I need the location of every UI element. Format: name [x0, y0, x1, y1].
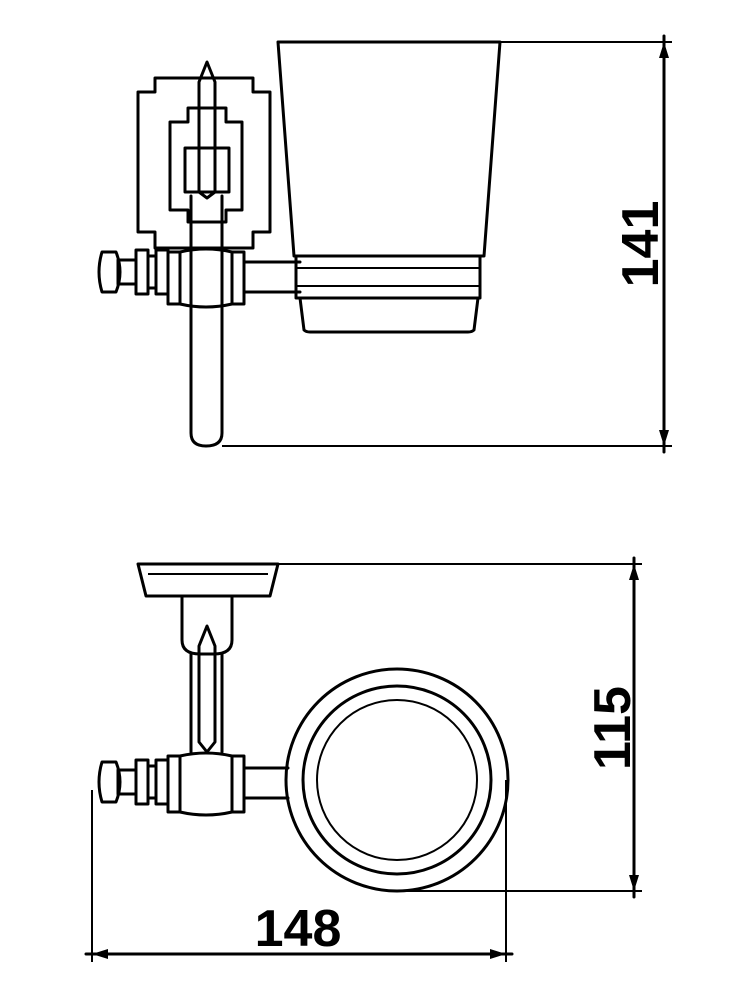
front-view	[97, 40, 502, 448]
front-knob	[97, 247, 246, 309]
dimension-depth-label: 115	[584, 686, 642, 770]
front-tumbler-glass	[276, 40, 502, 334]
front-vertical-rod	[189, 194, 224, 448]
top-holder-ring	[284, 667, 510, 893]
dimension-width-label: 148	[255, 900, 342, 958]
top-view	[97, 562, 510, 893]
top-arm	[242, 766, 290, 800]
dimension-height: 141	[222, 34, 672, 454]
front-holder-ring	[294, 254, 482, 300]
top-knob	[97, 751, 246, 817]
dimension-depth: 115	[278, 556, 642, 899]
top-bracket	[180, 594, 234, 656]
front-fixing-spike	[197, 60, 217, 200]
dimension-height-label: 141	[612, 201, 670, 288]
top-wall-plate	[136, 562, 280, 598]
front-wall-plate	[136, 76, 272, 250]
dimension-width: 148	[84, 780, 514, 962]
front-arm	[242, 260, 302, 294]
top-vertical-rod	[189, 624, 224, 754]
